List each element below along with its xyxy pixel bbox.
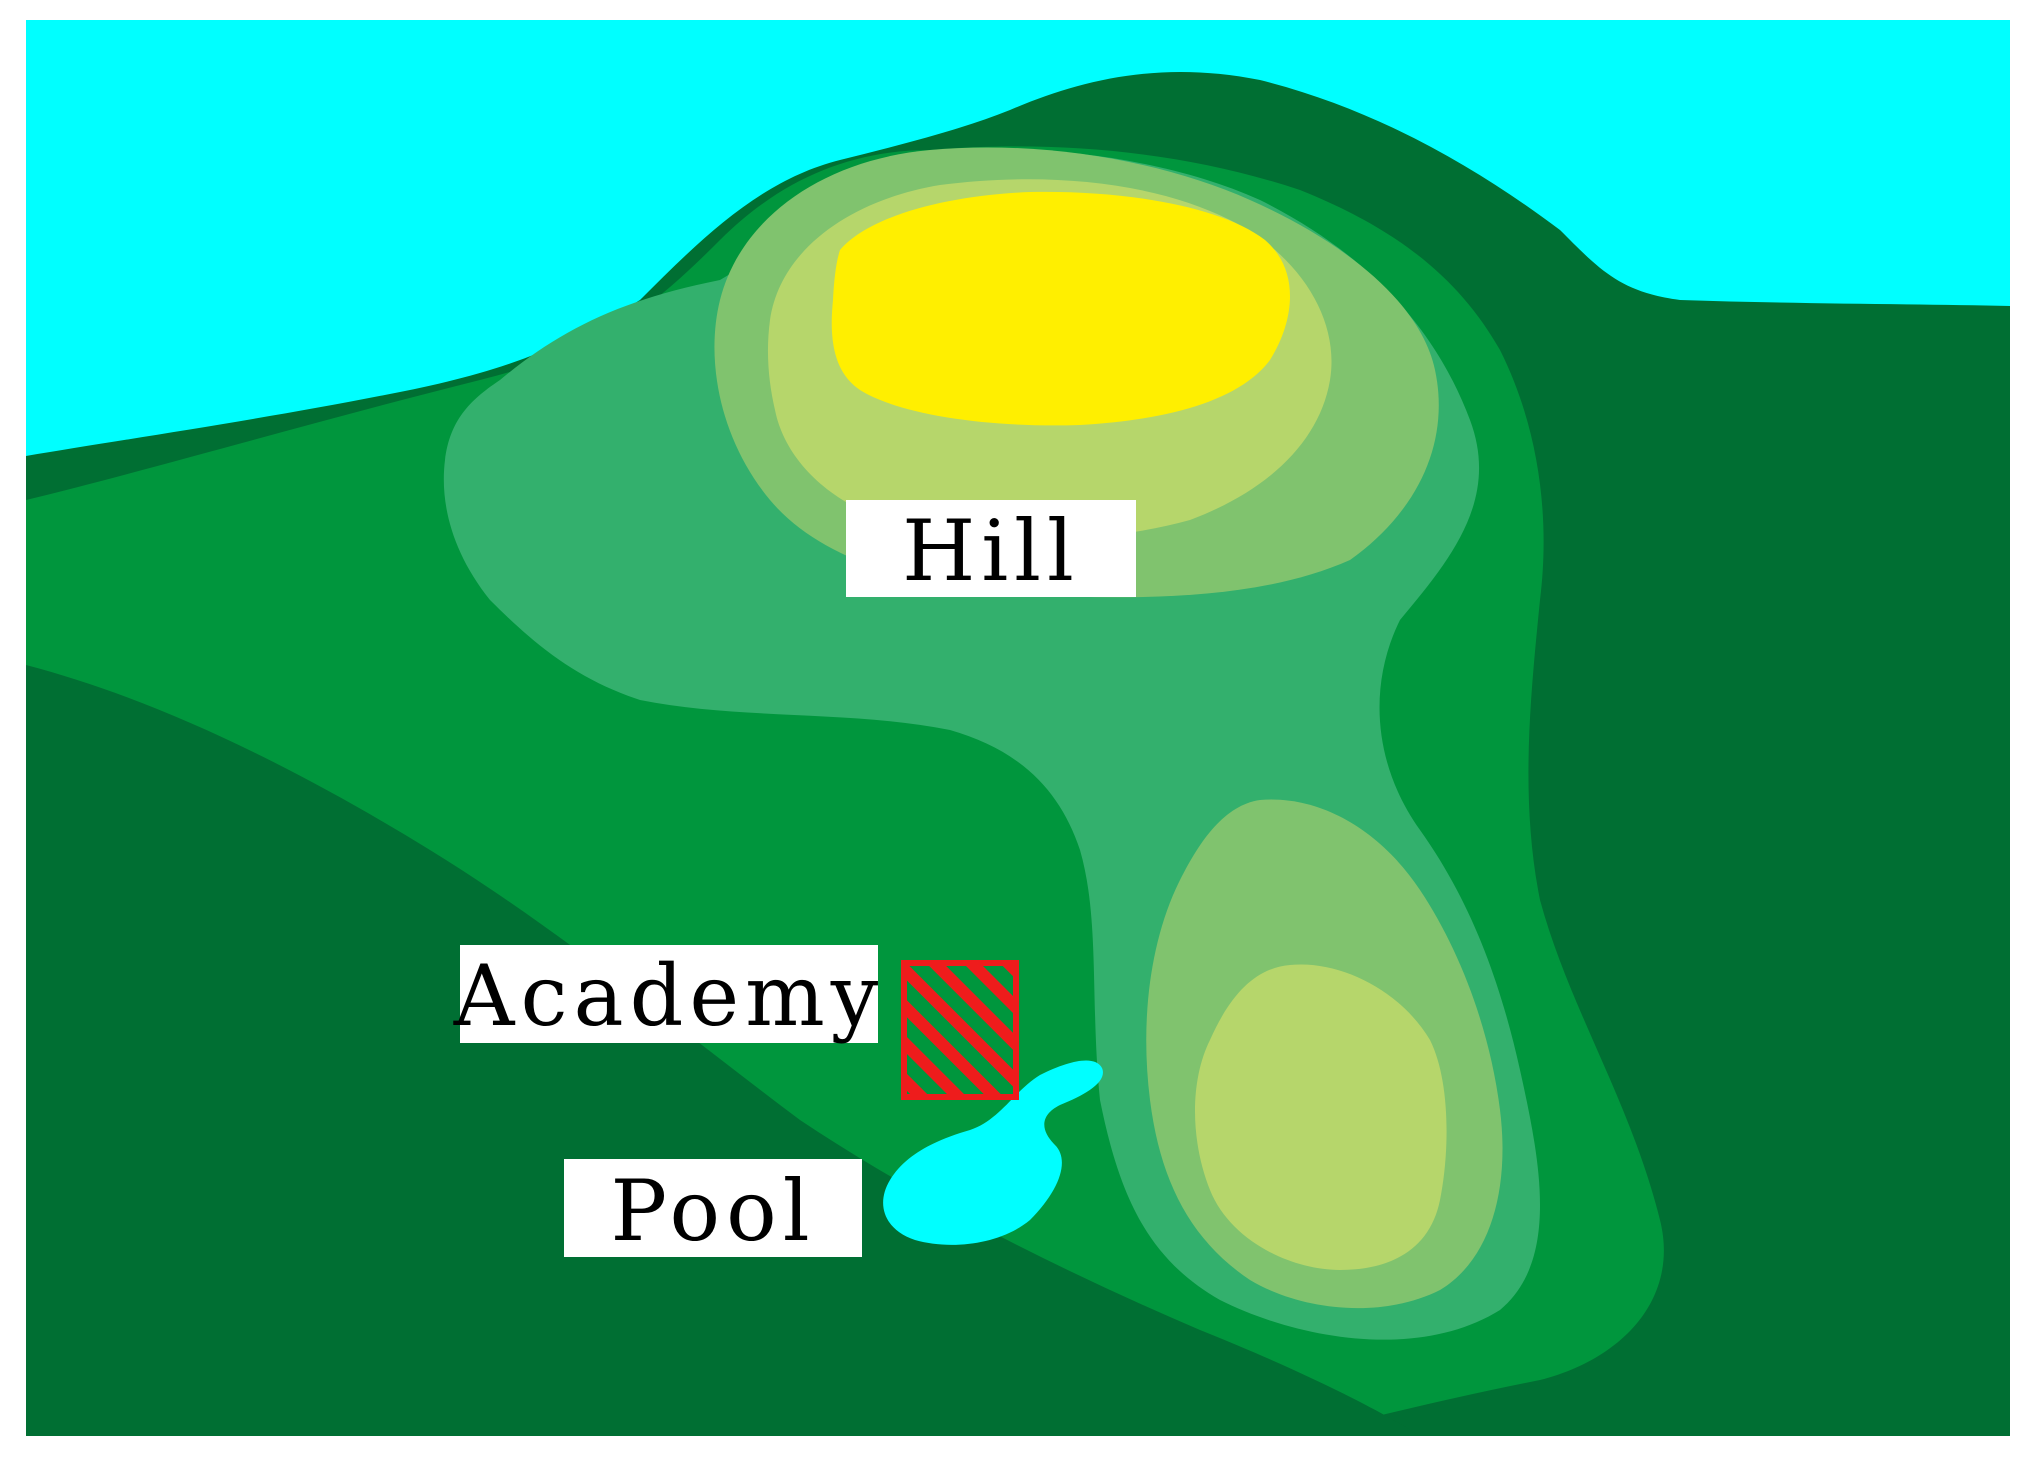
academy-label: Academy [453,947,884,1045]
academy-marker [901,960,1019,1100]
hill-summit [831,191,1290,426]
pool-label-bg [564,1159,862,1257]
hill-label: Hill [902,502,1080,600]
pool-water [883,1060,1103,1245]
hill-label-bg [846,500,1136,597]
terrain-level-5-lower [1195,964,1447,1270]
pool-label: Pool [610,1162,815,1260]
terrain-level-1-lower [26,665,1420,1436]
academy-label-bg [460,945,878,1043]
